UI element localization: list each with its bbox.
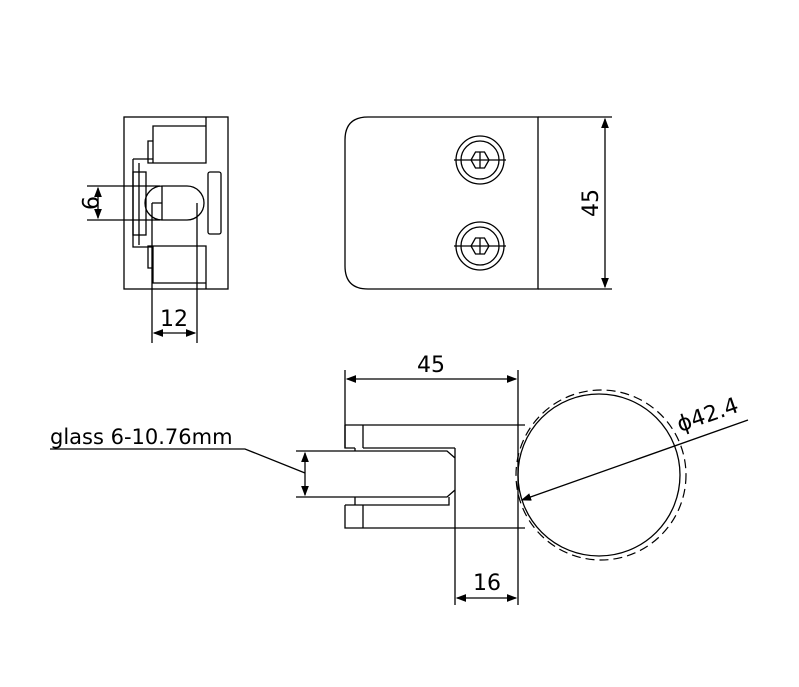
dim-pipe-diameter: ϕ42.4 [674,393,742,437]
dim-clamp-depth: 16 [473,571,501,596]
pipe-hidden [515,389,687,561]
dim-slot-width: 12 [160,307,188,332]
front-view: 45 [344,116,612,290]
pipe [517,393,681,557]
top-view: 45 glass 6-10.76mm 16 ϕ42.4 [50,353,749,605]
dim-slot-height: 9 [76,196,101,210]
bolt-bottom [454,221,506,271]
dim-front-height: 45 [579,189,604,217]
glass-label: glass 6-10.76mm [50,425,233,449]
dim-top-width: 45 [417,353,445,378]
bolt-top [454,135,506,185]
side-view: 9 12 [76,116,229,343]
